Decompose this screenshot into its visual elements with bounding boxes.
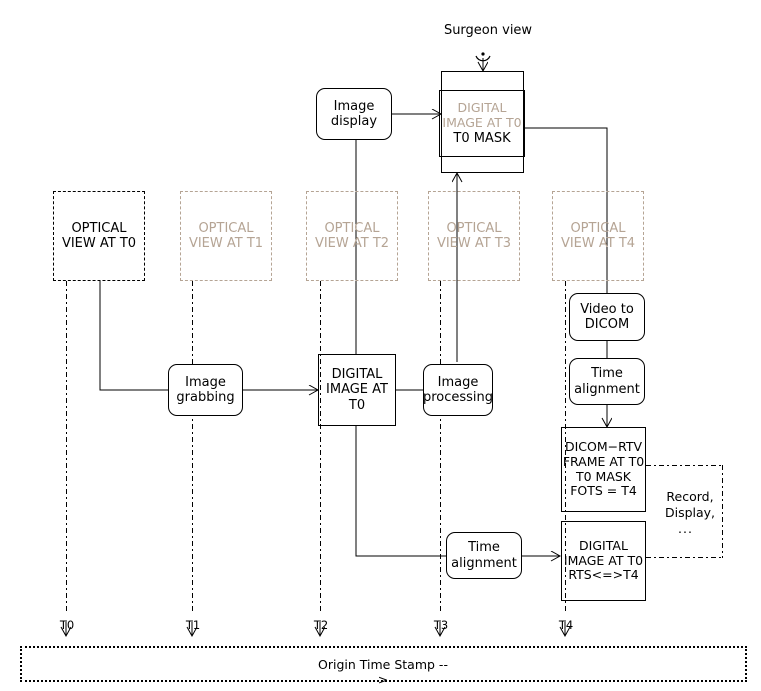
lifeline-t3	[440, 281, 441, 611]
optical-view-t1[interactable]: OPTICAL VIEW AT T1	[180, 191, 272, 281]
record-display-label-line2: Display,	[664, 505, 716, 520]
tick-label-t3: T3	[433, 618, 449, 632]
record-bracket-top	[646, 465, 723, 466]
t0-mask-label: T0 MASK	[453, 130, 511, 146]
origin-time-stamp-label: Origin Time Stamp -->	[318, 657, 448, 687]
t0-mask-faded-label: DIGITAL IMAGE AT T0	[442, 100, 522, 130]
lifeline-t1	[192, 281, 193, 611]
node-time-alignment-right[interactable]: Time alignment	[569, 358, 645, 405]
optical-view-t4[interactable]: OPTICAL VIEW AT T4	[552, 191, 644, 281]
node-image-display[interactable]: Image display	[316, 88, 392, 140]
optical-view-t3[interactable]: OPTICAL VIEW AT T3	[428, 191, 520, 281]
node-t0-mask-inner[interactable]: DIGITAL IMAGE AT T0 T0 MASK	[439, 90, 525, 157]
origin-time-stamp-box	[20, 646, 747, 682]
tick-label-t1: T1	[185, 618, 201, 632]
node-digital-image-rts[interactable]: DIGITAL IMAGE AT T0 RTS<=>T4	[561, 521, 646, 601]
surgeon-view-caption: Surgeon view	[443, 23, 533, 38]
eye-icon	[475, 52, 491, 71]
node-image-processing[interactable]: Image processing	[423, 364, 493, 416]
optical-view-t2[interactable]: OPTICAL VIEW AT T2	[306, 191, 398, 281]
tick-label-t2: T2	[313, 618, 329, 632]
node-t0-mask-outer[interactable]	[441, 71, 524, 173]
lifeline-t4	[565, 281, 566, 611]
tick-label-t0: T0	[59, 618, 75, 632]
node-digital-image-t0[interactable]: DIGITAL IMAGE AT T0	[318, 354, 396, 426]
record-bracket-bottom	[646, 557, 723, 558]
node-dicom-rtv-frame[interactable]: DICOM−RTV FRAME AT T0 T0 MASK FOTS = T4	[561, 427, 646, 512]
node-time-alignment-bottom[interactable]: Time alignment	[446, 532, 522, 579]
record-display-ellipsis: ...	[678, 521, 693, 536]
node-image-grabbing[interactable]: Image grabbing	[168, 364, 243, 416]
optical-view-t0[interactable]: OPTICAL VIEW AT T0	[53, 191, 145, 281]
lifeline-t2	[320, 281, 321, 611]
node-video-to-dicom[interactable]: Video to DICOM	[569, 293, 645, 341]
tick-label-t4: T4	[558, 618, 574, 632]
record-display-label-line1: Record,	[666, 489, 714, 504]
lifeline-t0	[66, 281, 67, 611]
record-bracket-right	[722, 465, 723, 558]
